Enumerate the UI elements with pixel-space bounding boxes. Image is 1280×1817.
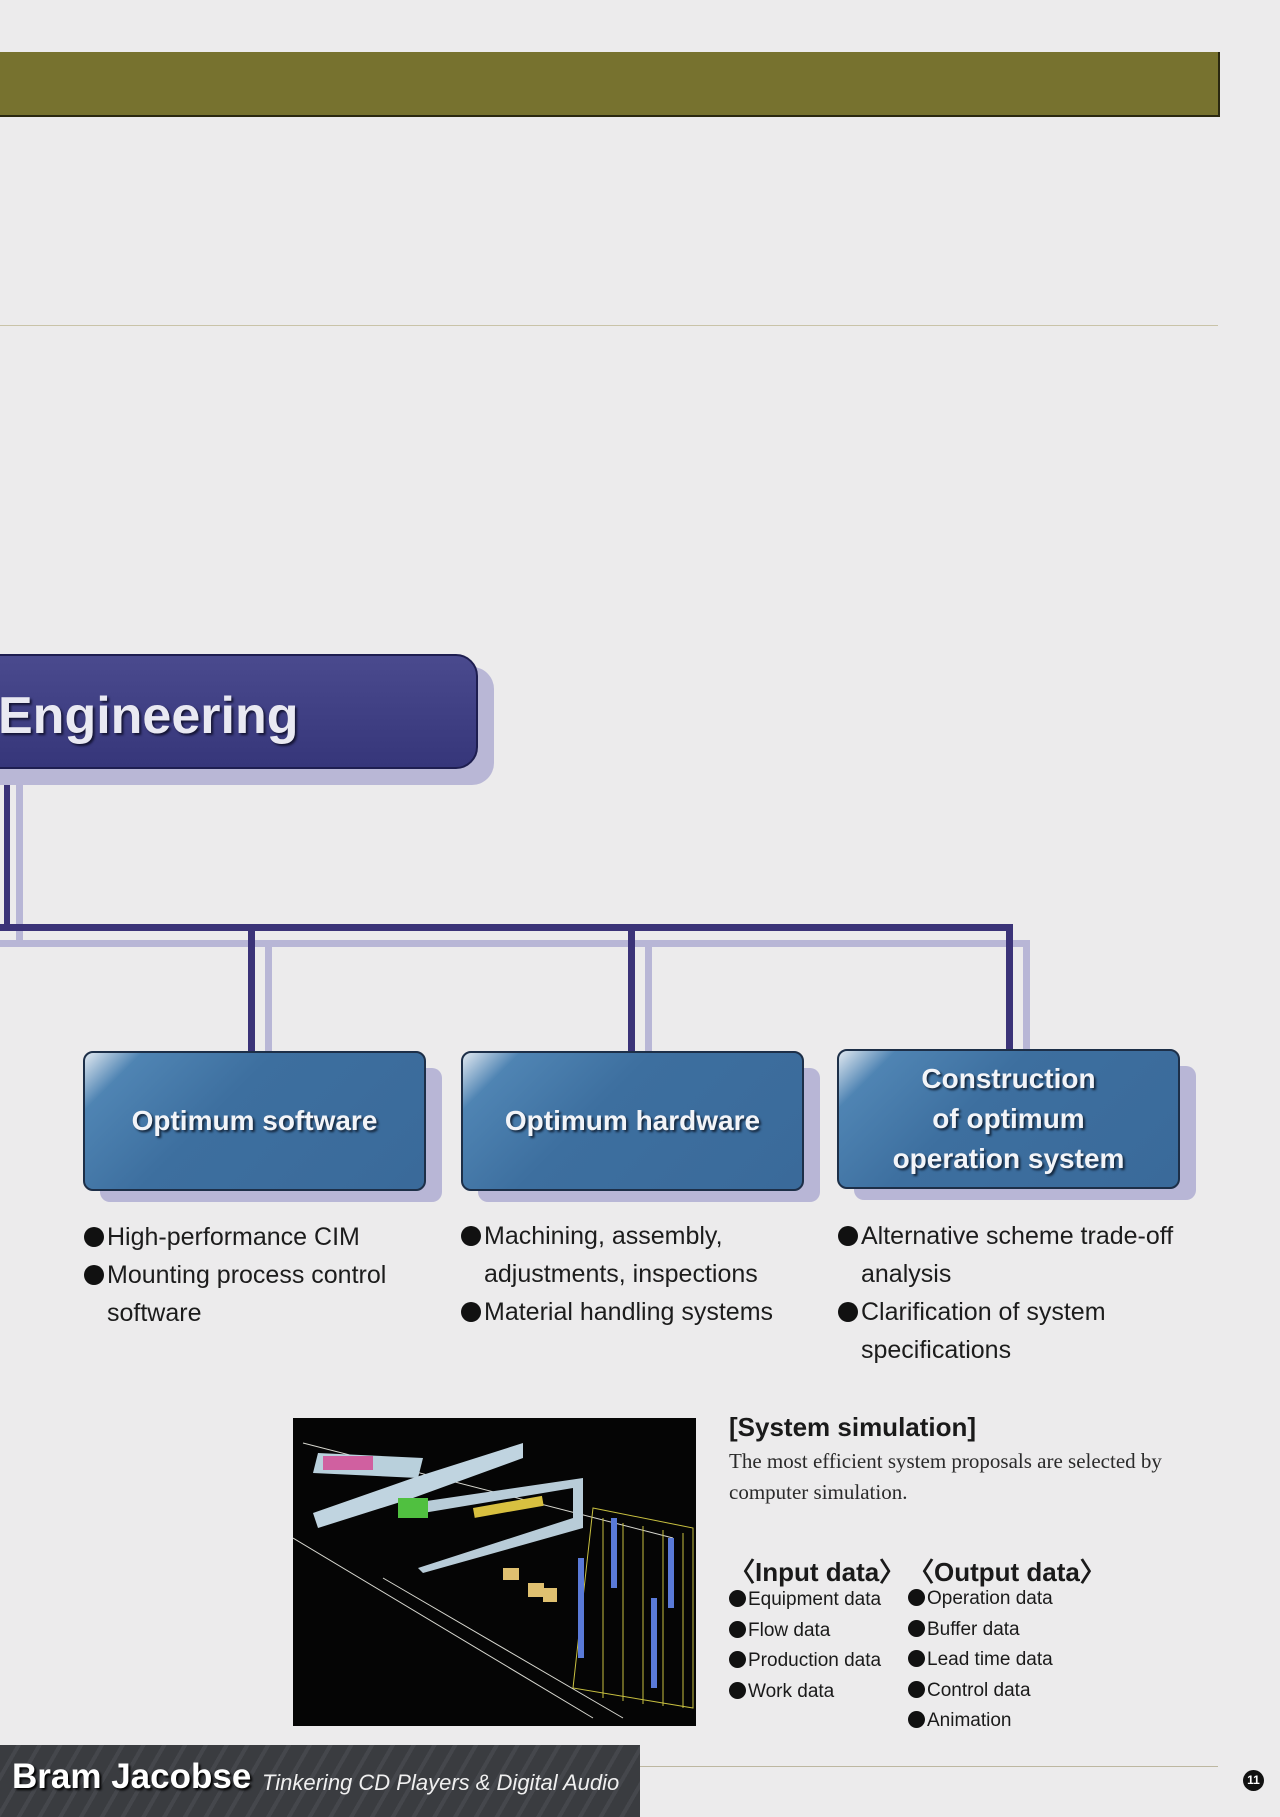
list-item: Lead time data xyxy=(908,1645,1053,1676)
bullet-item: Material handling systems xyxy=(461,1293,841,1331)
bullet-icon xyxy=(838,1302,858,1322)
bullet-icon xyxy=(84,1227,104,1247)
divider-line xyxy=(0,325,1218,326)
engineering-heading-box: Engineering xyxy=(0,654,478,769)
hardware-bullets: Machining, assembly, adjustments, inspec… xyxy=(461,1217,841,1331)
bullet-icon xyxy=(729,1681,746,1699)
optimum-software-box: Optimum software xyxy=(83,1051,426,1191)
bullet-text: Material handling systems xyxy=(484,1298,774,1326)
footer-subtitle: Tinkering CD Players & Digital Audio xyxy=(262,1770,620,1795)
connector-line xyxy=(628,924,635,1052)
bullet-icon xyxy=(908,1650,925,1667)
output-data-list: Operation data Buffer data Lead time dat… xyxy=(908,1584,1053,1737)
bullet-icon xyxy=(729,1590,746,1607)
list-item: Production data xyxy=(729,1646,881,1677)
bullet-item: Mounting process control software xyxy=(84,1256,444,1332)
item-text: Work data xyxy=(748,1680,835,1702)
bullet-item: Clarification of system specifications xyxy=(838,1293,1228,1369)
item-text: Buffer data xyxy=(927,1618,1020,1640)
connector-shadow xyxy=(1023,940,1030,1065)
construction-box: Construction of optimum operation system xyxy=(837,1049,1180,1189)
item-text: Operation data xyxy=(927,1588,1053,1609)
item-text: Lead time data xyxy=(927,1649,1053,1670)
bullet-text: Alternative scheme trade-off analysis xyxy=(861,1222,1174,1288)
box-title: Optimum hardware xyxy=(504,1105,761,1136)
simulation-title: [System simulation] xyxy=(729,1412,977,1442)
bullet-item: Machining, assembly, adjustments, inspec… xyxy=(461,1217,841,1293)
bullet-icon xyxy=(908,1619,925,1637)
input-data-list: Equipment data Flow data Production data… xyxy=(729,1585,881,1707)
list-item: Flow data xyxy=(729,1616,881,1647)
page-number: 11 xyxy=(1243,1770,1264,1791)
list-item: Operation data xyxy=(908,1584,1053,1615)
list-item: Animation xyxy=(908,1706,1053,1737)
simulation-image xyxy=(292,1418,696,1726)
list-item: Control data xyxy=(908,1676,1053,1707)
input-data-heading: 〈Input data〉 xyxy=(729,1557,906,1587)
connector-shadow xyxy=(16,770,23,940)
bullet-text: High-performance CIM xyxy=(107,1223,360,1251)
connector-line xyxy=(4,770,10,930)
item-text: Control data xyxy=(927,1679,1031,1701)
bullet-icon xyxy=(84,1265,104,1285)
engineering-heading: Engineering xyxy=(0,687,299,745)
list-item: Equipment data xyxy=(729,1585,881,1616)
bullet-icon xyxy=(729,1651,746,1668)
bullet-icon xyxy=(908,1589,925,1606)
bullet-text: Mounting process control software xyxy=(107,1261,387,1327)
connector-line xyxy=(1006,924,1013,1050)
bullet-item: Alternative scheme trade-off analysis xyxy=(838,1217,1228,1293)
item-text: Animation xyxy=(927,1710,1012,1731)
footer-name: Bram Jacobse xyxy=(12,1757,252,1796)
optimum-hardware-box: Optimum hardware xyxy=(461,1051,804,1191)
bullet-icon xyxy=(908,1711,925,1728)
bullet-icon xyxy=(838,1226,858,1246)
footer-banner xyxy=(0,1745,640,1817)
bullet-item: High-performance CIM xyxy=(84,1218,444,1256)
bullet-icon xyxy=(461,1302,481,1322)
connector-shadow xyxy=(645,940,652,1065)
list-item: Buffer data xyxy=(908,1615,1053,1646)
bullet-icon xyxy=(461,1226,481,1246)
output-data-heading: 〈Output data〉 xyxy=(908,1557,1106,1587)
list-item: Work data xyxy=(729,1677,881,1708)
bullet-text: Clarification of system specifications xyxy=(861,1298,1106,1364)
connector-shadow xyxy=(265,940,272,1065)
box-title: Optimum software xyxy=(131,1105,378,1136)
construction-bullets: Alternative scheme trade-off analysis Cl… xyxy=(838,1217,1228,1369)
software-bullets: High-performance CIM Mounting process co… xyxy=(84,1218,444,1332)
connector-line xyxy=(248,924,255,1052)
footer-divider xyxy=(640,1766,1218,1767)
item-text: Flow data xyxy=(748,1619,831,1641)
box-title-line: operation system xyxy=(892,1143,1125,1174)
connector-line xyxy=(0,924,1013,931)
simulation-description: The most efficient system proposals are … xyxy=(729,1449,1162,1504)
box-title-line: of optimum xyxy=(932,1103,1085,1134)
item-text: Equipment data xyxy=(748,1589,882,1610)
bullet-icon xyxy=(729,1620,746,1638)
item-text: Production data xyxy=(748,1650,882,1671)
header-color-bar xyxy=(0,52,1220,117)
box-title-line: Construction xyxy=(921,1063,1096,1094)
bullet-text: Machining, assembly, adjustments, inspec… xyxy=(484,1222,758,1288)
connector-shadow xyxy=(0,940,1030,947)
bullet-icon xyxy=(908,1680,925,1698)
